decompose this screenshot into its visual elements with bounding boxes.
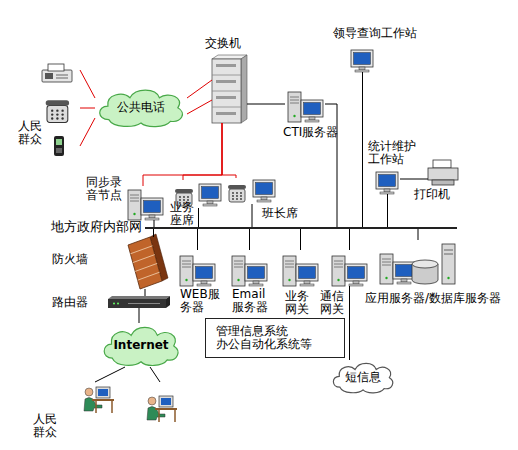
recording-node: 同步录 音节点 xyxy=(128,186,163,220)
node-label: Internet xyxy=(113,339,168,352)
node-label: 人民 群众 xyxy=(33,413,61,439)
network-link xyxy=(325,104,337,227)
workstation-node: 领导查询工作站 xyxy=(350,50,375,72)
node-label: 统计维护 工作站 xyxy=(368,140,418,166)
network-link xyxy=(197,229,198,250)
server-icon xyxy=(380,254,415,284)
network-link xyxy=(198,208,199,227)
node-label: 通信 网关 xyxy=(320,290,348,316)
network-link xyxy=(187,100,212,114)
node-label: CTI服务器 xyxy=(283,126,353,139)
network-cloud: Internet xyxy=(100,323,182,367)
citizen-users: 人民 群众 xyxy=(80,382,175,427)
cloud-outline xyxy=(333,363,392,392)
workstation-icon xyxy=(351,50,373,72)
workstation-icon xyxy=(376,172,398,194)
server-node: Email 服务器 xyxy=(232,250,267,286)
node-label: 同步录 音节点 xyxy=(86,176,124,202)
gateway-node: 通信 网关 xyxy=(332,250,367,286)
node-label: 班长席 xyxy=(262,207,302,220)
network-link xyxy=(418,229,419,240)
phone-icon xyxy=(228,185,246,202)
cloud-outline xyxy=(104,327,178,365)
switch-node: 交换机 xyxy=(212,55,247,123)
agent-seat: 业务 座席 xyxy=(175,180,222,208)
server-group: 应用服务器/数据库服务器 xyxy=(380,240,456,286)
node-label: 管理信息系统 办公自动化系统等 xyxy=(216,325,334,351)
person-icon xyxy=(84,387,114,413)
node-label: 业务 网关 xyxy=(285,290,313,316)
node-label: 人民 群众 xyxy=(18,120,46,146)
network-link xyxy=(80,70,95,98)
printer-icon xyxy=(428,160,458,185)
network-link xyxy=(150,367,160,382)
fax-icon xyxy=(42,64,72,82)
router-icon xyxy=(108,296,170,308)
node-label: 应用服务器/数据库服务器 xyxy=(365,292,517,305)
node-label: 地方政府内部网 xyxy=(18,220,142,233)
server-node: WEB服 务器 xyxy=(180,250,215,286)
network-link xyxy=(183,123,222,180)
network-cloud: 短信息 xyxy=(330,360,396,394)
node-label: 公共电话 xyxy=(117,101,165,114)
cloud-outline xyxy=(100,90,183,126)
node-label: Email 服务器 xyxy=(232,288,272,314)
network-link xyxy=(145,289,146,296)
node-label: 交换机 xyxy=(205,37,249,50)
phone-icon xyxy=(46,100,69,122)
router-node: 路由器 xyxy=(108,296,170,308)
node-label: WEB服 务器 xyxy=(180,288,224,314)
server-icon xyxy=(283,256,318,286)
network-link xyxy=(187,80,212,98)
node-label: 打印机 xyxy=(414,188,454,201)
network-link xyxy=(300,229,301,250)
pc-icon xyxy=(253,180,275,202)
network-link xyxy=(247,104,285,105)
server-icon xyxy=(180,256,215,286)
network-link xyxy=(349,229,350,250)
database-icon xyxy=(412,260,438,284)
workstation-node: 统计维护 工作站 xyxy=(375,172,400,194)
server-tower-icon xyxy=(442,244,455,284)
network-link xyxy=(222,123,236,178)
network-link xyxy=(139,308,140,323)
server-icon xyxy=(232,256,267,286)
person-icon xyxy=(147,396,177,422)
network-link xyxy=(80,108,95,109)
network-link xyxy=(362,72,363,227)
gateway-node: 业务 网关 xyxy=(283,250,318,286)
network-link xyxy=(349,286,350,360)
note-box: 管理信息系统 办公自动化系统等 xyxy=(205,318,345,358)
network-link xyxy=(143,123,222,186)
pc-icon xyxy=(199,184,221,206)
network-link xyxy=(154,220,155,227)
mobile-icon xyxy=(54,136,64,156)
firewall-icon xyxy=(128,234,168,289)
server-icon xyxy=(288,92,323,122)
network-bus: 地方政府内部网 xyxy=(145,227,457,229)
network-link xyxy=(387,194,388,227)
pc-icon xyxy=(128,190,163,220)
server-icon xyxy=(332,256,367,286)
citizen-phones: 人民 群众 xyxy=(40,62,80,157)
server-node: CTI服务器 xyxy=(285,85,325,123)
switch-rack xyxy=(212,55,247,123)
firewall-node: 防火墙 xyxy=(128,237,162,289)
network-link xyxy=(153,229,154,237)
node-label: 短信息 xyxy=(345,371,381,384)
node-label: 路由器 xyxy=(52,296,102,309)
node-label: 防火墙 xyxy=(52,253,102,266)
node-label: 领导查询工作站 xyxy=(333,27,423,40)
printer-node: 打印机 xyxy=(428,160,458,186)
network-cloud: 公共电话 xyxy=(95,86,187,128)
network-link xyxy=(400,179,428,180)
network-link xyxy=(95,367,125,382)
network-link xyxy=(80,118,95,146)
network-link xyxy=(249,229,250,250)
network-link xyxy=(252,204,253,227)
node-label: 业务 座席 xyxy=(170,201,198,227)
monitor-seat: 班长席 xyxy=(228,178,276,204)
